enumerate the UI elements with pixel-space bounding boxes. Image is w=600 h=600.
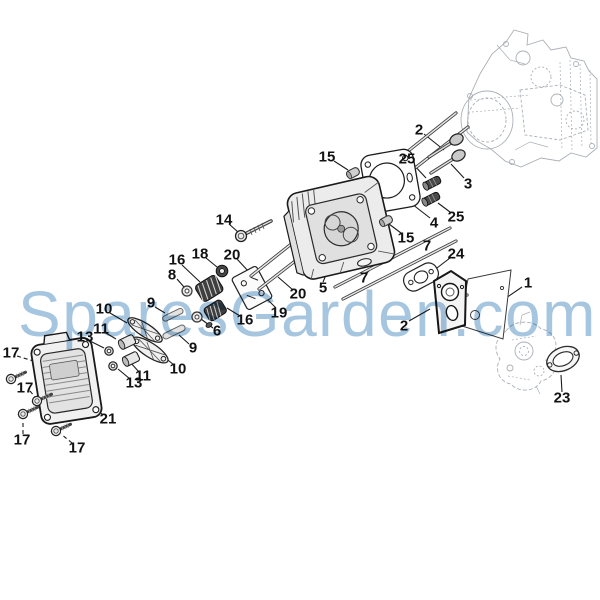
- part-callout-23: 23: [553, 389, 571, 407]
- part-callout-13: 13: [125, 374, 143, 392]
- valve-guide-drawings: [421, 175, 442, 207]
- part-callout-11: 11: [135, 367, 151, 385]
- manifold-gasket-drawing: [402, 262, 440, 292]
- part-callout-15: 15: [397, 229, 415, 247]
- part-callout-17: 17: [68, 439, 86, 457]
- valve-cover-drawing: [30, 331, 103, 425]
- part-callout-2: 2: [399, 317, 409, 335]
- part-callout-25: 25: [398, 150, 416, 168]
- part-callout-13: 13: [76, 328, 94, 346]
- valve-drawings: [427, 133, 466, 175]
- cylinder-head-drawing: [283, 175, 396, 280]
- pivot-drawings: [117, 334, 141, 367]
- part-callout-20: 20: [223, 246, 241, 264]
- part-callout-24: 24: [447, 245, 465, 263]
- rocker-arm-drawings: [127, 317, 169, 364]
- part-callout-17: 17: [16, 379, 34, 397]
- head-bolt-drawing: [234, 219, 273, 243]
- part-callout-8: 8: [167, 266, 177, 284]
- guide-plate-drawing: [231, 265, 273, 311]
- part-callout-20: 20: [289, 285, 307, 303]
- part-callout-10: 10: [95, 300, 113, 318]
- part-callout-5: 5: [318, 279, 328, 297]
- part-callout-9: 9: [188, 339, 198, 357]
- valve-spring-assembly: [181, 264, 229, 328]
- part-callout-2: 2: [414, 121, 424, 139]
- part-callout-19: 19: [270, 304, 288, 322]
- part-callout-25: 25: [447, 208, 465, 226]
- part-callout-16: 16: [168, 251, 186, 269]
- part-callout-7: 7: [359, 269, 369, 287]
- carburetor-sketch: [495, 311, 557, 395]
- part-callout-21: 21: [99, 410, 117, 428]
- part-callout-1: 1: [523, 274, 533, 292]
- part-callout-4: 4: [429, 214, 439, 232]
- part-callout-18: 18: [191, 245, 209, 263]
- carb-spacer-drawing: [432, 269, 468, 335]
- dowel-pin-drawings: [346, 167, 393, 227]
- cover-bolt-drawings: [5, 370, 73, 437]
- part-callout-10: 10: [169, 360, 187, 378]
- carb-gasket-drawing: [546, 345, 580, 373]
- part-callout-17: 17: [13, 431, 31, 449]
- part-callout-11: 11: [93, 320, 109, 338]
- nut-drawings: [104, 346, 118, 371]
- part-callout-7: 7: [422, 237, 432, 255]
- part-callout-6: 6: [212, 322, 222, 340]
- lifter-drawings: [162, 307, 186, 340]
- part-callout-15: 15: [318, 148, 336, 166]
- part-callout-17: 17: [2, 344, 20, 362]
- part-callout-3: 3: [463, 175, 473, 193]
- engine-block-sketch: [460, 29, 598, 168]
- part-callout-16: 16: [236, 311, 254, 329]
- part-callout-14: 14: [215, 211, 233, 229]
- part-callout-9: 9: [146, 294, 156, 312]
